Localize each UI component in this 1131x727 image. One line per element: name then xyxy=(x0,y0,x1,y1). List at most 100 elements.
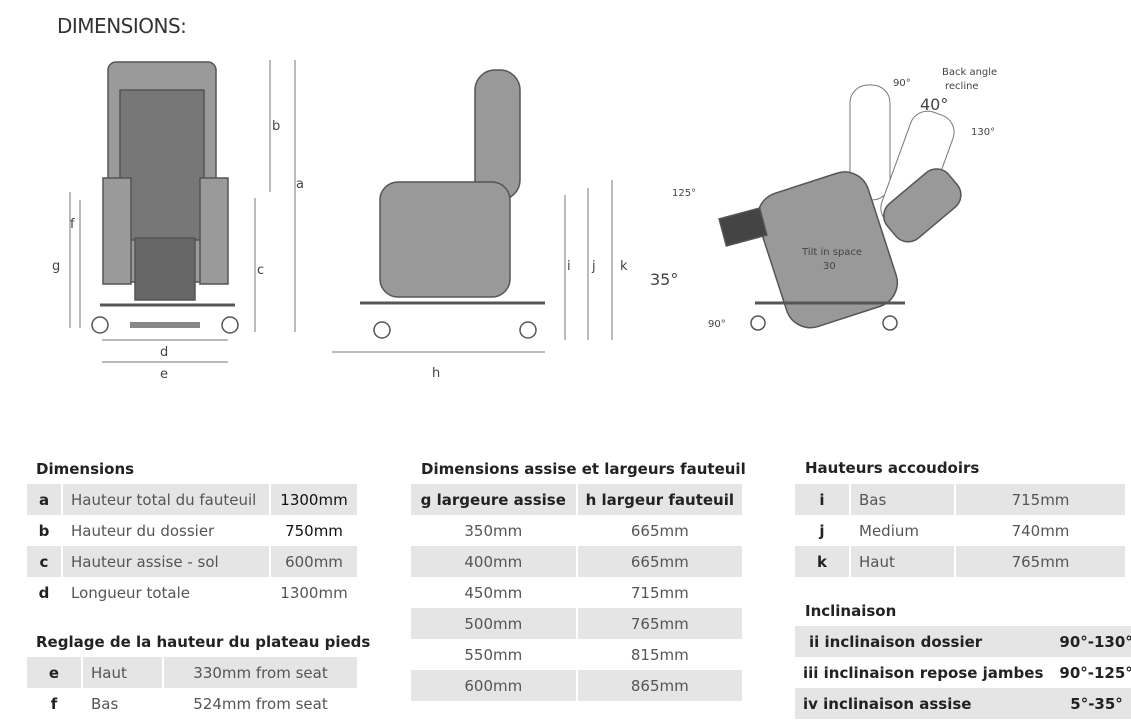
row-value: 330mm from seat xyxy=(162,657,357,688)
cell: 665mm xyxy=(575,546,742,577)
row-label: Medium xyxy=(849,515,955,546)
label-k: k xyxy=(620,259,628,274)
row-label: Bas xyxy=(81,688,163,719)
label-b: b xyxy=(272,119,280,134)
row-key: i xyxy=(795,484,850,515)
side-view-diagram: i j k h xyxy=(332,69,628,381)
angle-35: 35° xyxy=(650,270,678,289)
table-row: 350mm 665mm xyxy=(411,515,742,546)
row-label: ii inclinaison dossier xyxy=(795,626,1052,657)
row-value: 750mm xyxy=(269,515,357,546)
row-key: k xyxy=(795,546,850,577)
angle-90-leg: 90° xyxy=(708,319,726,330)
cell: 400mm xyxy=(411,546,577,577)
table-row: 450mm 715mm xyxy=(411,577,742,608)
row-label: iii inclinaison repose jambes xyxy=(803,663,1044,682)
row-label: Hauteur total du fauteuil xyxy=(61,484,270,515)
front-view-diagram: b a c d e f g xyxy=(52,60,304,382)
label-f: f xyxy=(70,217,75,232)
row-value: 90°-130° xyxy=(1051,626,1131,657)
angle-40: 40° xyxy=(920,95,948,114)
label-i: i xyxy=(567,259,571,274)
angle-130: 130° xyxy=(971,127,995,138)
row-key: d xyxy=(38,583,50,602)
header-chair-width: h largeur fauteuil xyxy=(575,484,742,515)
row-label: Hauteur assise - sol xyxy=(61,546,270,577)
row-key: b xyxy=(38,521,50,540)
table-row: 550mm 815mm xyxy=(411,639,742,670)
angle-90-back: 90° xyxy=(893,78,911,89)
row-label: iv inclinaison assise xyxy=(795,688,1052,719)
row-value: 765mm xyxy=(954,546,1125,577)
label-j: j xyxy=(591,259,596,274)
dimensions-title: Dimensions xyxy=(36,460,135,478)
row-value: 600mm xyxy=(269,546,357,577)
row-key: j xyxy=(819,521,825,540)
row-key: f xyxy=(50,694,58,713)
label-d: d xyxy=(160,345,168,360)
row-value: 5°-35° xyxy=(1051,688,1131,719)
row-key: a xyxy=(27,484,62,515)
tilt-value: 30 xyxy=(823,261,836,272)
recline-label: recline xyxy=(945,81,979,92)
footplate-title: Reglage de la hauteur du plateau pieds xyxy=(36,633,371,651)
row-value: 1300mm xyxy=(269,577,357,608)
row-label: Haut xyxy=(849,546,955,577)
angle-125: 125° xyxy=(672,188,696,199)
row-label: Bas xyxy=(849,484,955,515)
cell: 550mm xyxy=(464,645,523,664)
label-c: c xyxy=(257,263,264,278)
cell: 500mm xyxy=(411,608,577,639)
page-title: DIMENSIONS: xyxy=(57,14,187,38)
armrest-title: Hauteurs accoudoirs xyxy=(805,459,980,477)
table-row: iii inclinaison repose jambes 90°-125° xyxy=(795,657,1131,688)
seat-title: Dimensions assise et largeurs fauteuil xyxy=(421,460,746,478)
label-a: a xyxy=(296,177,304,192)
row-key: c xyxy=(27,546,62,577)
incline-title: Inclinaison xyxy=(805,602,897,620)
row-value: 1300mm xyxy=(269,484,357,515)
back-angle-label: Back angle xyxy=(942,67,997,78)
cell: 665mm xyxy=(575,515,742,546)
row-key: e xyxy=(27,657,82,688)
row-value: 740mm xyxy=(954,515,1125,546)
cell: 450mm xyxy=(464,583,523,602)
recline-diagram: Back angle recline 90° 40° 130° 125° 35°… xyxy=(650,67,997,331)
cell: 350mm xyxy=(464,521,523,540)
cell: 865mm xyxy=(575,670,742,701)
row-label: Hauteur du dossier xyxy=(61,515,270,546)
tilt-label: Tilt in space xyxy=(801,247,862,258)
row-value: 90°-125° xyxy=(1059,663,1131,682)
cell: 815mm xyxy=(575,639,742,670)
label-e: e xyxy=(160,367,168,382)
row-label: Haut xyxy=(81,657,163,688)
cell: 765mm xyxy=(575,608,742,639)
row-value: 524mm from seat xyxy=(162,688,357,719)
cell: 600mm xyxy=(411,670,577,701)
row-value: 715mm xyxy=(954,484,1125,515)
cell: 715mm xyxy=(575,577,742,608)
row-label: Longueur totale xyxy=(61,577,270,608)
header-seat-width: g largeure assise xyxy=(411,484,577,515)
label-h: h xyxy=(432,366,440,381)
label-g: g xyxy=(52,259,60,274)
